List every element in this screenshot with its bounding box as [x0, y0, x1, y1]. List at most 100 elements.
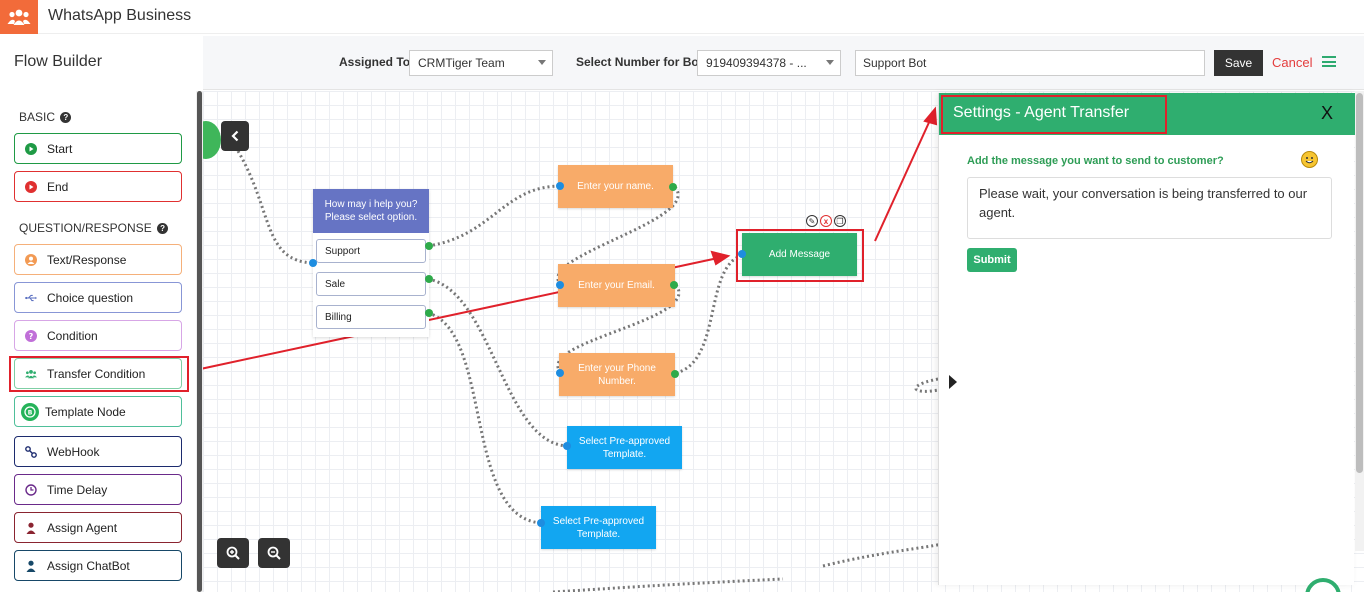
- palette-choice-question[interactable]: Choice question: [14, 282, 182, 313]
- input-port[interactable]: [556, 281, 564, 289]
- bot-number-select[interactable]: 919409394378 - ...: [697, 50, 841, 76]
- output-port[interactable]: [671, 370, 679, 378]
- message-textarea[interactable]: Please wait, your conversation is being …: [967, 177, 1332, 239]
- question-icon: ?: [25, 329, 37, 342]
- help-icon[interactable]: ?: [157, 223, 169, 234]
- message-label: Add the message you want to send to cust…: [967, 155, 1224, 167]
- play-icon: [25, 142, 37, 155]
- assigned-to-select[interactable]: CRMTiger Team: [409, 50, 553, 76]
- caret-down-icon: [538, 60, 546, 65]
- user-icon: [25, 253, 37, 266]
- connector-offscreen-1: [914, 377, 944, 393]
- option-billing[interactable]: Billing: [316, 305, 426, 329]
- sidebar-scrollbar[interactable]: [196, 91, 203, 592]
- svg-text:?: ?: [29, 332, 34, 341]
- usb-icon: [25, 292, 37, 304]
- input-port[interactable]: [556, 369, 564, 377]
- palette-template-node[interactable]: B Template Node: [14, 396, 182, 427]
- number-label: Select Number for Bot: [576, 55, 703, 69]
- edit-icon[interactable]: ✎: [806, 215, 818, 227]
- cancel-link[interactable]: Cancel: [1272, 55, 1313, 70]
- output-port[interactable]: [425, 242, 433, 250]
- input-port[interactable]: [309, 259, 317, 267]
- input-port[interactable]: [563, 442, 571, 450]
- palette-label: Template Node: [45, 404, 126, 419]
- connector-sale-template1: [427, 277, 570, 448]
- connector-billing-template2: [427, 311, 544, 525]
- node-enter-name[interactable]: Enter your name.: [558, 165, 673, 208]
- users-group-icon: [7, 9, 31, 25]
- clock-icon: [25, 483, 37, 496]
- node-enter-email[interactable]: Enter your Email.: [558, 264, 675, 307]
- page-scrollbar[interactable]: [1355, 91, 1364, 551]
- collapse-sidebar-button[interactable]: [221, 121, 249, 151]
- submit-button[interactable]: Submit: [967, 248, 1017, 272]
- option-support[interactable]: Support: [316, 239, 426, 263]
- connector-offscreen-2: [822, 541, 945, 568]
- save-button[interactable]: Save: [1214, 50, 1263, 76]
- node-label: Enter your Email.: [578, 280, 655, 291]
- bot-name-input[interactable]: [855, 50, 1205, 76]
- input-port[interactable]: [738, 250, 746, 258]
- zoom-in-button[interactable]: [217, 538, 249, 568]
- palette-time-delay[interactable]: Time Delay: [14, 474, 182, 505]
- palette-end[interactable]: End: [14, 171, 182, 202]
- caret-down-icon: [826, 60, 834, 65]
- node-label: Add Message: [768, 249, 831, 260]
- node-label: Enter your Phone Number.: [578, 362, 656, 387]
- palette-label: Condition: [47, 328, 98, 343]
- palette-assign-chatbot[interactable]: Assign ChatBot: [14, 550, 182, 581]
- top-bar: WhatsApp Business: [0, 0, 1364, 34]
- app-title: WhatsApp Business: [48, 7, 192, 24]
- delete-icon[interactable]: x: [820, 215, 832, 227]
- node-template-1[interactable]: Select Pre-approved Template.: [567, 426, 682, 469]
- palette-start[interactable]: Start: [14, 133, 182, 164]
- output-port[interactable]: [670, 281, 678, 289]
- question-response-section-title: QUESTION/RESPONSE ?: [19, 221, 169, 235]
- node-label: Select Pre-approved Template.: [552, 515, 645, 540]
- palette-transfer-condition[interactable]: Transfer Condition: [14, 358, 182, 389]
- palette-label: Start: [47, 141, 73, 156]
- zoom-out-button[interactable]: [258, 538, 290, 568]
- node-add-message[interactable]: Add Message: [742, 233, 857, 276]
- emoji-picker-icon[interactable]: [1301, 151, 1318, 168]
- assigned-to-label: Assigned To: [339, 55, 411, 69]
- question-node[interactable]: How may i help you? Please select option…: [313, 189, 429, 337]
- palette-label: Assign Agent: [47, 520, 118, 535]
- input-port[interactable]: [556, 182, 564, 190]
- connector-start-question: [236, 150, 314, 265]
- palette-condition[interactable]: ? Condition: [14, 320, 182, 351]
- palette-assign-agent[interactable]: Assign Agent: [14, 512, 182, 543]
- palette-webhook[interactable]: WebHook: [14, 436, 182, 467]
- close-panel-button[interactable]: X: [1320, 103, 1333, 123]
- input-port[interactable]: [537, 519, 545, 527]
- panel-expand-icon[interactable]: [949, 375, 957, 389]
- scrollbar-thumb[interactable]: [197, 91, 202, 592]
- node-template-2[interactable]: Select Pre-approved Template.: [541, 506, 656, 549]
- node-toolbar: ✎ x ❐: [806, 215, 846, 227]
- basic-section-title: BASIC ?: [19, 110, 72, 124]
- bot-number-value: 919409394378 - ...: [706, 56, 807, 70]
- scrollbar-thumb[interactable]: [1356, 93, 1363, 473]
- whatsapp-icon: B: [21, 402, 39, 421]
- option-sale[interactable]: Sale: [316, 272, 426, 296]
- start-node[interactable]: [203, 121, 221, 159]
- question-node-header: How may i help you? Please select option…: [313, 189, 429, 233]
- palette-label: Choice question: [47, 290, 134, 305]
- palette-text-response[interactable]: Text/Response: [14, 244, 182, 275]
- person-icon: [25, 560, 37, 572]
- output-port[interactable]: [669, 183, 677, 191]
- assigned-to-value: CRMTiger Team: [418, 56, 505, 70]
- page-title-box: Flow Builder: [0, 36, 203, 90]
- hamburger-menu-icon[interactable]: [1322, 56, 1336, 67]
- arrow-head: [923, 106, 938, 126]
- person-icon: [25, 522, 37, 534]
- output-port[interactable]: [425, 309, 433, 317]
- node-palette-sidebar: BASIC ? Start End QUESTION/RESPONSE ? Te…: [0, 91, 196, 592]
- output-port[interactable]: [425, 275, 433, 283]
- help-icon[interactable]: ?: [60, 112, 72, 123]
- palette-label: Assign ChatBot: [47, 558, 130, 573]
- copy-icon[interactable]: ❐: [834, 215, 846, 227]
- node-enter-phone[interactable]: Enter your Phone Number.: [559, 353, 675, 396]
- zoom-out-icon: [267, 546, 281, 560]
